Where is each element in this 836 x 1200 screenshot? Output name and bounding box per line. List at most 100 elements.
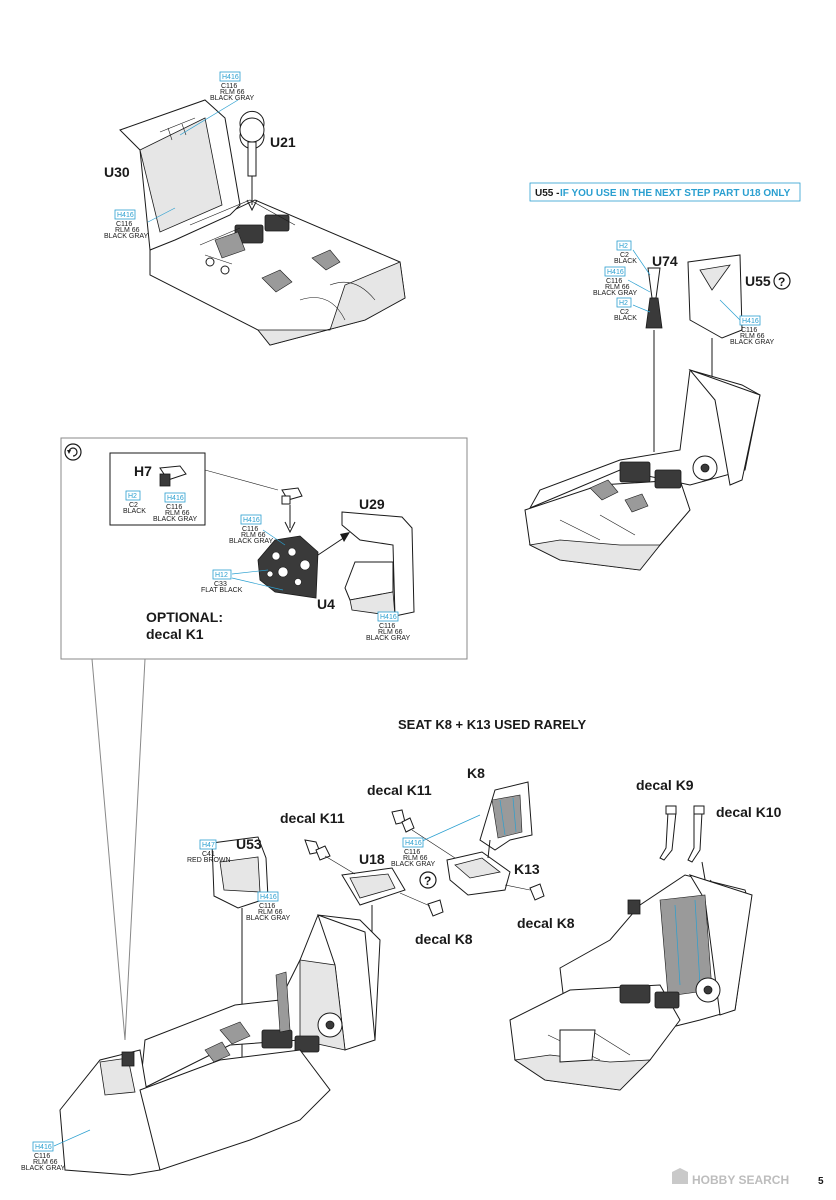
paint-callout-u74-bottom: H2 C2 BLACK	[614, 297, 637, 322]
svg-text:C116: C116	[259, 903, 275, 910]
svg-text:C116: C116	[34, 1153, 50, 1160]
svg-text:BLACK: BLACK	[614, 258, 637, 265]
page-number: 5	[818, 1176, 824, 1187]
h7-sub-inset	[109, 452, 279, 526]
assembly-belts-k9-k10	[509, 805, 753, 1091]
paint-callout-u21: H416 C116 RLM 66 BLACK GRAY	[210, 71, 255, 102]
paint-callout-u30: H416 C116 RLM 66 BLACK GRAY	[104, 209, 149, 240]
svg-text:FLAT BLACK: FLAT BLACK	[201, 587, 243, 594]
rotate-icon	[64, 443, 82, 461]
svg-text:BLACK GRAY: BLACK GRAY	[730, 339, 775, 346]
label-decal-k8-left: decal K8	[415, 931, 473, 947]
svg-text:BLACK GRAY: BLACK GRAY	[366, 635, 411, 642]
label-decal-k10: decal K10	[716, 804, 782, 820]
label-optional: OPTIONAL:	[146, 609, 223, 625]
svg-text:?: ?	[778, 275, 785, 289]
part-h7	[281, 487, 303, 534]
watermark-text: HOBBY SEARCH	[692, 1173, 789, 1187]
label-u4: U4	[317, 596, 335, 612]
svg-text:RLM 66: RLM 66	[165, 510, 190, 517]
svg-text:C116: C116	[166, 504, 182, 511]
svg-text:BLACK GRAY: BLACK GRAY	[104, 233, 149, 240]
label-k13: K13	[514, 861, 540, 877]
paint-callout-u74-top: H2 C2 BLACK	[614, 240, 637, 265]
svg-text:C116: C116	[116, 221, 132, 228]
svg-text:C33: C33	[214, 581, 227, 588]
svg-text:BLACK GRAY: BLACK GRAY	[21, 1165, 66, 1172]
label-u53: U53	[236, 836, 262, 852]
paint-callout-u4-gray: H416 C116 RLM 66 BLACK GRAY	[229, 514, 274, 545]
svg-text:C2: C2	[129, 502, 138, 509]
svg-text:C2: C2	[620, 252, 629, 259]
svg-text:C41: C41	[202, 851, 215, 858]
paint-callout-u55: H416 C116 RLM 66 BLACK GRAY	[730, 315, 775, 346]
label-u18: U18	[359, 851, 385, 867]
svg-text:BLACK GRAY: BLACK GRAY	[153, 516, 198, 523]
label-decal-k11-center: decal K11	[367, 782, 432, 798]
svg-text:H416: H416	[380, 614, 397, 621]
svg-text:C2: C2	[620, 309, 629, 316]
svg-text:H416: H416	[117, 212, 134, 219]
paint-callout-h7-black: H2 C2 BLACK	[123, 490, 146, 515]
paint-callout-k13: H416 C116 RLM 66 BLACK GRAY	[391, 837, 436, 868]
svg-text:RLM 66: RLM 66	[220, 89, 245, 96]
svg-text:RLM 66: RLM 66	[33, 1159, 58, 1166]
label-optional-decal-k1: decal K1	[146, 626, 204, 642]
paint-callout-u4-flat-black: H12 C33 FLAT BLACK	[201, 569, 243, 594]
assembly-u53-u18	[59, 836, 444, 1176]
svg-text:BLACK: BLACK	[614, 315, 637, 322]
svg-text:H416: H416	[260, 894, 277, 901]
svg-text:BLACK GRAY: BLACK GRAY	[391, 861, 436, 868]
label-u21: U21	[270, 134, 296, 150]
label-u29: U29	[359, 496, 385, 512]
label-decal-k9: decal K9	[636, 777, 694, 793]
svg-text:C116: C116	[741, 327, 757, 334]
svg-text:H2: H2	[619, 243, 628, 250]
svg-text:C116: C116	[606, 278, 622, 285]
svg-text:H416: H416	[243, 517, 260, 524]
question-icon: ?	[773, 272, 791, 290]
svg-text:H2: H2	[128, 493, 137, 500]
svg-text:?: ?	[424, 874, 431, 888]
svg-text:BLACK GRAY: BLACK GRAY	[210, 95, 255, 102]
svg-text:H416: H416	[405, 840, 422, 847]
paint-callout-u74-mid: H416 C116 RLM 66 BLACK GRAY	[593, 266, 638, 297]
label-u30: U30	[104, 164, 130, 180]
u55-banner-text: IF YOU USE IN THE NEXT STEP PART U18 ONL…	[560, 188, 791, 199]
svg-text:RLM 66: RLM 66	[378, 629, 403, 636]
u55-banner: U55 - IF YOU USE IN THE NEXT STEP PART U…	[529, 182, 801, 202]
svg-text:H416: H416	[167, 495, 184, 502]
svg-text:RLM 66: RLM 66	[740, 333, 765, 340]
svg-text:RED BROWN: RED BROWN	[187, 857, 231, 864]
assembly-u30-u21	[119, 99, 406, 346]
svg-text:H12: H12	[215, 572, 228, 579]
svg-text:C116: C116	[404, 849, 420, 856]
svg-text:H2: H2	[619, 300, 628, 307]
svg-text:BLACK GRAY: BLACK GRAY	[593, 290, 638, 297]
label-h7: H7	[134, 463, 152, 479]
svg-text:RLM 66: RLM 66	[258, 909, 283, 916]
svg-text:H416: H416	[607, 269, 624, 276]
seat-note: SEAT K8 + K13 USED RARELY	[398, 717, 587, 732]
part-u29	[317, 511, 415, 617]
svg-text:C116: C116	[242, 526, 258, 533]
paint-callout-u53-gray: H416 C116 RLM 66 BLACK GRAY	[246, 891, 291, 922]
svg-text:H416: H416	[35, 1144, 52, 1151]
paint-callout-u53-brown: H47 C41 RED BROWN	[187, 839, 231, 864]
svg-text:RLM 66: RLM 66	[241, 532, 266, 539]
svg-text:BLACK: BLACK	[123, 508, 146, 515]
paint-callout-front-tub: H416 C116 RLM 66 BLACK GRAY	[21, 1141, 66, 1172]
u55-banner-prefix: U55 -	[535, 188, 559, 199]
label-u74: U74	[652, 253, 678, 269]
svg-text:C116: C116	[221, 83, 237, 90]
paint-callout-h7-gray: H416 C116 RLM 66 BLACK GRAY	[153, 492, 198, 523]
svg-text:RLM 66: RLM 66	[115, 227, 140, 234]
question-icon-u18: ?	[419, 871, 437, 889]
hobby-search-watermark: HOBBY SEARCH	[672, 1168, 789, 1187]
assembly-u74-u55	[524, 254, 761, 571]
svg-text:C116: C116	[379, 623, 395, 630]
label-k8: K8	[467, 765, 485, 781]
svg-text:H47: H47	[202, 842, 215, 849]
part-u4-instrument-panel	[257, 535, 319, 599]
